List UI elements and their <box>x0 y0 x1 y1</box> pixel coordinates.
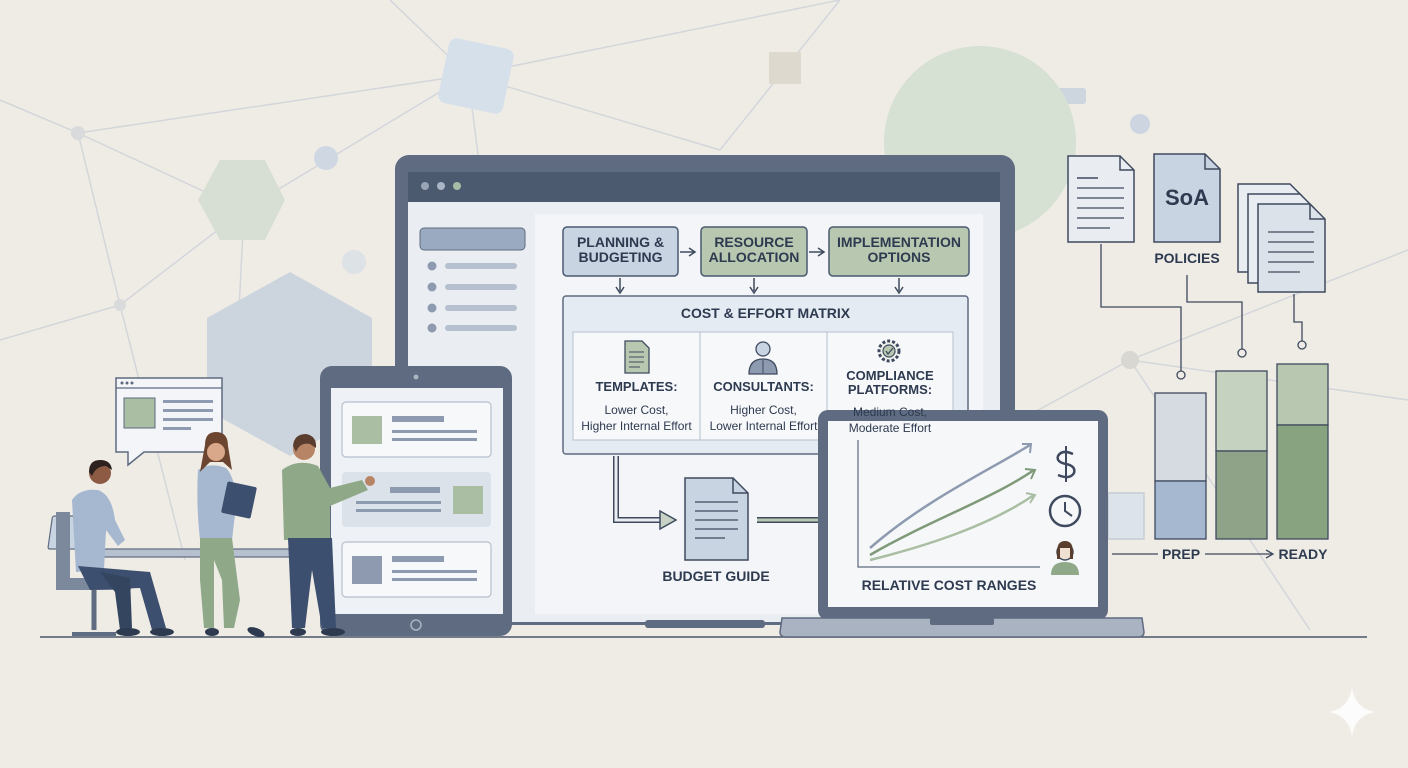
matrix-col-consultants-desc: Higher Cost,Lower Internal Effort <box>709 403 818 433</box>
laptop <box>779 410 1145 638</box>
soa-document-icon <box>1153 153 1221 243</box>
sitting-person <box>56 460 174 636</box>
document-icon <box>624 340 650 374</box>
flow-step-implementation-box <box>828 226 970 277</box>
consultant-icon <box>748 341 778 375</box>
readiness-bars <box>1154 363 1329 540</box>
dollar-icon <box>1056 446 1076 482</box>
prep-label: PREP <box>1161 546 1201 562</box>
speech-bubble <box>115 377 223 467</box>
gear-check-icon <box>877 339 901 363</box>
policies-label: POLICIES <box>1154 250 1220 266</box>
budget-guide-label: BUDGET GUIDE <box>662 568 770 584</box>
document-connectors <box>1100 244 1307 380</box>
flow-step-planning: PLANNING &BUDGETING <box>576 234 665 266</box>
background-nodes <box>71 38 1150 540</box>
policies-document-stack-icon <box>1237 183 1326 293</box>
prep-to-ready-arrow <box>1112 549 1275 559</box>
monitor-sidebar <box>419 227 526 333</box>
matrix-col-consultants-title: CONSULTANTS: <box>713 379 814 394</box>
budget-guide-document-icon <box>684 477 749 561</box>
standing-woman-with-tablet <box>197 432 265 637</box>
clock-icon <box>1048 494 1082 528</box>
flow-step-planning-box <box>562 226 679 277</box>
matrix-title: COST & EFFORT MATRIX <box>680 305 851 321</box>
flow-arrows <box>615 247 904 295</box>
cost-range-curves <box>857 440 1040 568</box>
sparkle-icon <box>1329 688 1375 736</box>
flow-step-resource-box <box>700 226 808 277</box>
matrix-col-templates-title: TEMPLATES: <box>595 379 678 394</box>
matrix-col-platforms-desc: Medium Cost,Moderate Effort <box>848 405 932 435</box>
cost-ranges-label: RELATIVE COST RANGES <box>861 577 1037 593</box>
person-icon <box>1051 541 1079 575</box>
right-document-1-icon <box>1067 155 1135 243</box>
matrix-col-templates-desc: Lower Cost,Higher Internal Effort <box>581 403 692 433</box>
tablet <box>320 366 512 636</box>
ready-label: READY <box>1278 546 1328 562</box>
soa-label: SoA <box>1165 185 1209 210</box>
standing-man-pointing <box>282 434 375 636</box>
